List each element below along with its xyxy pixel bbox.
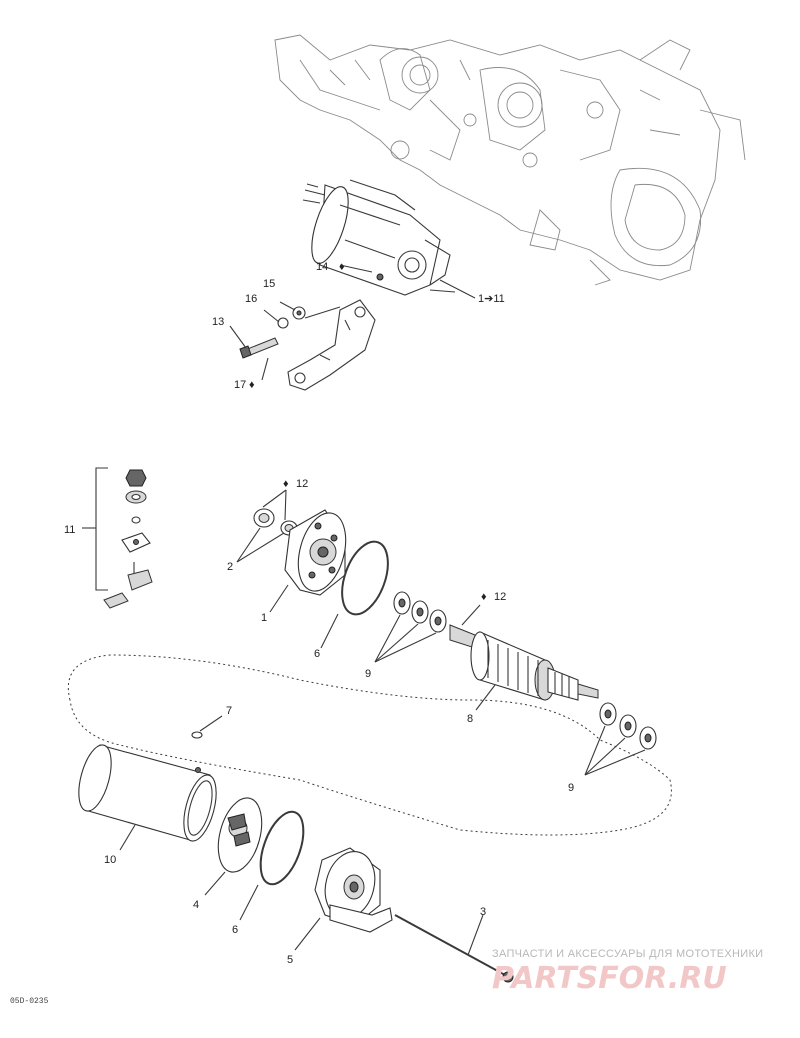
bushing-2 bbox=[253, 508, 298, 536]
oil-drop-icon: ♦ bbox=[283, 478, 289, 490]
drawing-code: 05D-0235 bbox=[10, 997, 49, 1006]
callout-6-upper: 6 bbox=[314, 648, 320, 660]
callout-15: 15 bbox=[263, 278, 275, 290]
watermark-tagline: ЗАПЧАСТИ И АКСЕССУАРЫ ДЛЯ МОТОТЕХНИКИ bbox=[492, 948, 763, 960]
washers-9-upper bbox=[393, 591, 447, 633]
oil-drop-icon: ♦ bbox=[339, 261, 345, 273]
callout-10: 10 bbox=[104, 854, 116, 866]
armature-8 bbox=[449, 624, 599, 701]
callout-4: 4 bbox=[193, 899, 199, 911]
callout-6-lower: 6 bbox=[232, 924, 238, 936]
drive-housing-1 bbox=[284, 509, 347, 596]
callout-17: 17 bbox=[234, 379, 246, 391]
callout-8: 8 bbox=[467, 713, 473, 725]
callout-14: 14 bbox=[316, 261, 328, 273]
oil-drop-icon: ♦ bbox=[249, 379, 255, 391]
callout-5: 5 bbox=[287, 954, 293, 966]
part-7 bbox=[191, 731, 203, 739]
callout-11: 11 bbox=[64, 524, 75, 536]
callout-12-upper: 12 bbox=[296, 478, 308, 490]
end-cover-5 bbox=[314, 847, 393, 933]
oil-drop-icon: ♦ bbox=[481, 591, 487, 603]
leaders-top bbox=[229, 264, 476, 381]
callout-13: 13 bbox=[212, 316, 224, 328]
starter-assembly-top bbox=[302, 179, 456, 296]
callout-9-upper: 9 bbox=[365, 668, 371, 680]
bolt-13 bbox=[239, 337, 279, 359]
o-ring-6-lower bbox=[259, 810, 305, 886]
yoke-10 bbox=[78, 744, 217, 842]
washer-15-hole bbox=[296, 310, 302, 316]
callout-16: 16 bbox=[245, 293, 257, 305]
starter-bracket bbox=[287, 299, 376, 391]
brush-holder-4 bbox=[217, 797, 263, 873]
callout-7: 7 bbox=[226, 705, 232, 717]
engine-block-outline bbox=[274, 34, 746, 286]
callout-1-to-11: 1➔11 bbox=[478, 293, 505, 305]
watermark-logo: PARTSFOR.RU bbox=[492, 961, 727, 996]
washers-9-lower bbox=[599, 702, 657, 750]
o-ring-6-upper bbox=[341, 540, 389, 616]
callout-9-lower: 9 bbox=[568, 782, 574, 794]
assembly-dashed-loop bbox=[67, 654, 672, 836]
callout-3: 3 bbox=[480, 906, 486, 918]
callout-1: 1 bbox=[261, 612, 267, 624]
washer-16 bbox=[277, 317, 289, 329]
callout-2: 2 bbox=[227, 561, 233, 573]
leaders-lower bbox=[119, 489, 646, 956]
terminal-kit-11 bbox=[82, 467, 153, 609]
through-bolt-3 bbox=[394, 914, 514, 983]
callout-12-lower: 12 bbox=[494, 591, 506, 603]
